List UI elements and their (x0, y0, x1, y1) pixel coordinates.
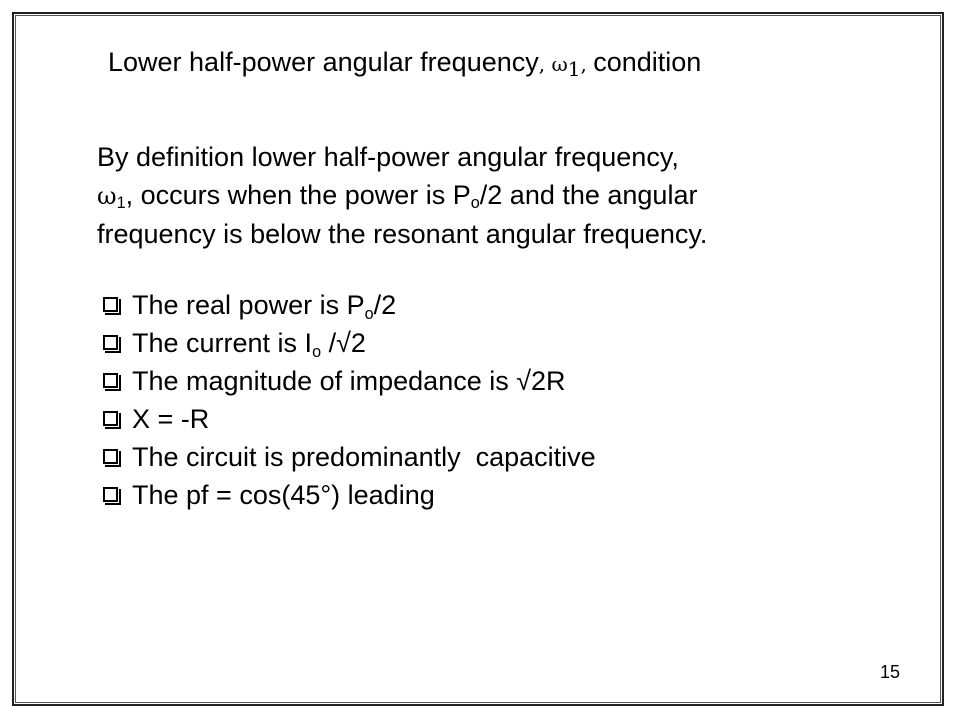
paragraph-p-subscript: o (470, 194, 480, 213)
bullet-item: X = -R (103, 400, 596, 438)
bullet-item: The circuit is predominantly capacitive (103, 438, 596, 476)
bullet-subscript: o (312, 342, 322, 361)
bullet-text: The pf = cos(45°) leading (132, 480, 435, 510)
bullet-item: The real power is Po/2 (103, 286, 596, 324)
slide-inner-border (15, 15, 941, 703)
title-comma-2: , (580, 52, 594, 76)
paragraph-line-2-mid: , occurs when the power is P (125, 180, 471, 210)
bullet-text-post: /√2 (321, 328, 366, 358)
slide-outer-border (12, 12, 944, 706)
title-text-post: condition (593, 47, 702, 77)
definition-paragraph: By definition lower half-power angular f… (97, 138, 707, 253)
checkbox-bullet-icon (103, 487, 121, 505)
checkbox-bullet-icon (103, 297, 121, 315)
bullet-item: The magnitude of impedance is √2R (103, 362, 596, 400)
bullet-text: X = -R (132, 404, 210, 434)
checkbox-bullet-icon (103, 449, 121, 467)
paragraph-line-3: frequency is below the resonant angular … (97, 219, 708, 249)
title-omega-symbol: ω (551, 52, 568, 76)
bullet-subscript: o (364, 304, 374, 323)
title-omega-subscript: 1 (567, 57, 581, 81)
checkbox-bullet-icon (103, 335, 121, 353)
slide-title: Lower half-power angular frequency, ω1, … (108, 46, 702, 81)
bullet-text: The magnitude of impedance is √2R (132, 366, 566, 396)
paragraph-omega-symbol: ω (97, 182, 117, 210)
bullet-item: The current is Io /√2 (103, 324, 596, 362)
checkbox-bullet-icon (103, 411, 121, 429)
checkbox-bullet-icon (103, 373, 121, 391)
bullet-list: The real power is Po/2 The current is Io… (103, 286, 596, 514)
paragraph-line-2-end: /2 and the angular (479, 180, 698, 210)
page-number: 15 (880, 662, 901, 682)
paragraph-line-2: ω1, occurs when the power is Po/2 and th… (97, 176, 707, 215)
bullet-text: The real power is P (132, 290, 365, 320)
bullet-item: The pf = cos(45°) leading (103, 476, 596, 514)
title-text-pre: Lower half-power angular frequency (108, 47, 539, 77)
paragraph-omega-subscript: 1 (116, 194, 126, 213)
bullet-text-post: /2 (373, 290, 397, 320)
paragraph-line-1: By definition lower half-power angular f… (97, 142, 679, 172)
bullet-text: The circuit is predominantly capacitive (132, 442, 596, 472)
title-comma-1: , (538, 52, 552, 76)
bullet-text: The current is I (132, 328, 313, 358)
